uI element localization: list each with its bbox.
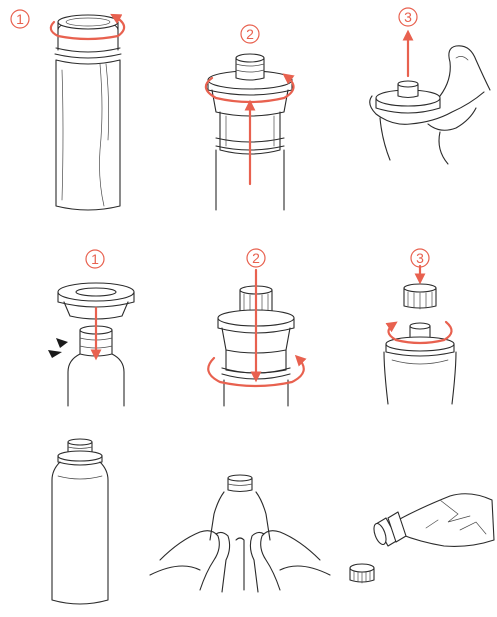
panel-row3-squeeze	[150, 475, 330, 592]
step-number-badge: 3	[411, 249, 429, 267]
screw-cap	[404, 284, 436, 309]
panel-row1-step1: 1	[11, 10, 124, 210]
step-number: 1	[16, 11, 24, 27]
panel-row2-step2: 2	[208, 249, 304, 406]
step-number-badge: 2	[247, 249, 265, 267]
step-number: 2	[246, 26, 254, 42]
step-number-badge: 3	[399, 8, 417, 26]
emptied-pouch	[398, 494, 494, 547]
bottle-with-collar	[384, 323, 456, 404]
panel-row3-empty-pouch	[350, 494, 494, 583]
panel-row1-step3: 3	[370, 8, 490, 164]
step-number-badge: 2	[241, 25, 259, 43]
step-number: 1	[91, 251, 99, 267]
finished-bottle	[52, 439, 108, 604]
cap-holder	[376, 81, 440, 113]
hand-icon	[150, 531, 330, 592]
panel-row1-step2: 2	[206, 25, 294, 210]
panel-row2-step1: 1	[48, 250, 134, 406]
squeezed-bottle	[210, 475, 270, 540]
pouch-spout	[372, 512, 406, 546]
step-number: 3	[416, 250, 424, 266]
step-number-badge: 1	[86, 250, 104, 268]
loose-cap	[350, 564, 374, 583]
panel-row3-bottle	[52, 439, 108, 604]
sleeve-tube	[55, 15, 121, 210]
panel-row2-step3: 3	[384, 249, 456, 404]
step-number-badge: 1	[11, 10, 29, 28]
step-number: 2	[252, 250, 260, 266]
click-mark-icon	[48, 338, 68, 358]
step-number: 3	[404, 9, 412, 25]
